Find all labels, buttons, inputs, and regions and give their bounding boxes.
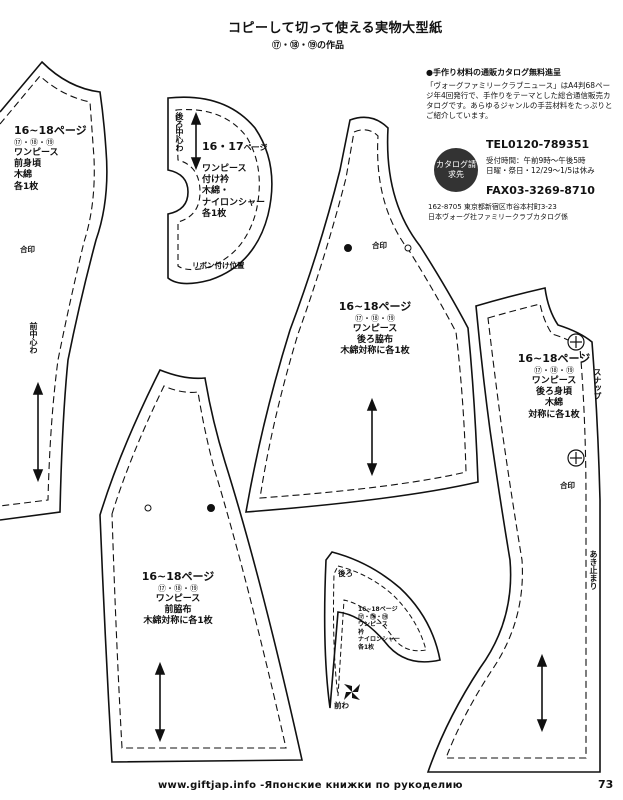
piece-page-ref: 16~18ページ [517, 352, 591, 365]
piece-page-ref: 16~18ページ [358, 606, 398, 613]
center-back-fold-label: 後ろ中心わ [175, 112, 184, 152]
piece-count: 各1枚 [358, 643, 375, 651]
piece-item: ワンピース [202, 163, 247, 174]
page-number: 73 [598, 778, 614, 791]
catalog-title: ●手作り材料の通販カタログ無料進呈 [426, 68, 561, 77]
piece-item: ワンピース [531, 375, 577, 386]
match-mark-label: 合印 [20, 245, 35, 254]
piece-item: ワンピース [14, 147, 59, 158]
piece-page-ref: 16・17ページ [202, 140, 267, 154]
catalog-address-line: 162-8705 東京都新宿区市谷本村町3-23 [428, 203, 557, 211]
snap-label: スナップ [593, 368, 602, 400]
page-subtitle: ⑰・⑱・⑲の作品 [272, 41, 345, 51]
piece-material: 木綿 [544, 398, 563, 409]
back-skirt-outline [245, 116, 479, 513]
small-collar-front-fold-label: 前わ [334, 701, 349, 710]
back-skirt-label: 16~18ページ ⑰・⑱・⑲ ワンピース 後ろ脇布 木綿対称に各1枚 [320, 300, 430, 358]
catalog-info: ●手作り材料の通販カタログ無料進呈 「ヴォーグファミリークラブニュース」はA4判… [426, 68, 616, 221]
piece-count: 各1枚 [202, 208, 227, 219]
piece-item: ワンピース [155, 593, 201, 604]
back-skirt-seamline [259, 129, 467, 499]
piece-material: 木綿対称に各1枚 [340, 346, 410, 357]
piece-material: 木綿・ [202, 186, 230, 197]
piece-page-number: 16・17 [202, 140, 244, 153]
front-bodice-label: 16~18ページ ⑰・⑱・⑲ ワンピース 前身頃 木綿 各1枚 [14, 124, 87, 193]
back-bodice-seamline [445, 303, 587, 759]
piece-numbers: ⑰・⑱・⑲ [158, 583, 198, 593]
center-front-fold-label: 前中心わ [29, 322, 38, 354]
small-collar-label: 16~18ページ ⑰・⑱・⑲ ワンピース 衿 ナイロンシャー 各1枚 [358, 606, 400, 651]
piece-item: ワンピース [358, 621, 388, 628]
catalog-hours-line: 受付時間：午前9時〜午後5時 [486, 156, 586, 165]
piece-page-ref: 16~18ページ [14, 124, 87, 137]
piece-count: 各1枚 [14, 181, 39, 192]
catalog-tel: TEL0120-789351 [486, 138, 590, 151]
piece-part: 付け衿 [202, 175, 230, 185]
piece-numbers: ⑰・⑱・⑲ [358, 613, 389, 621]
match-mark-label: 合印 [560, 481, 575, 490]
page-title: コピーして切って使える実物大型紙 [228, 21, 443, 36]
catalog-address: 162-8705 東京都新宿区市谷本村町3-23 日本ヴォーグ社ファミリークラブ… [428, 203, 568, 223]
match-dot-front-skirt [207, 504, 215, 512]
catalog-description: 「ヴォーグファミリークラブニュース」はA4判68ページ年4回発行で、手作りをテー… [426, 80, 613, 121]
small-collar-back-label: 後ろ [338, 569, 353, 578]
piece-numbers: ⑰・⑱・⑲ [14, 137, 54, 147]
catalog-request-badge: カタログ請求先 [434, 148, 478, 192]
front-bodice-outline [0, 60, 108, 521]
piece-part: 前身頃 [14, 159, 42, 169]
piece-part: 衿 [358, 628, 365, 636]
front-skirt-outline [99, 368, 303, 763]
watermark-footer: www.giftjap.info -Японские книжки по рук… [158, 780, 463, 791]
piece-count: 対称に各1枚 [528, 409, 580, 420]
back-bodice-outline [426, 287, 601, 773]
collar-outline [167, 96, 273, 285]
catalog-fax: FAX03-3269-8710 [486, 184, 595, 197]
front-skirt-seamline [111, 385, 287, 749]
piece-part: 後ろ脇布 [356, 335, 393, 345]
small-collar-seamline [333, 565, 427, 697]
small-collar-outline [323, 551, 441, 709]
piece-page-ref: 16~18ページ [338, 300, 412, 313]
front-bodice-seamline [0, 75, 95, 507]
piece-numbers: ⑰・⑱・⑲ [355, 313, 395, 323]
front-skirt-label: 16~18ページ ⑰・⑱・⑲ ワンピース 前脇布 木綿対称に各1枚 [128, 570, 228, 628]
piece-material: ナイロンシャー [202, 197, 266, 208]
piece-part: 前脇布 [164, 605, 192, 615]
collar-label: 16・17ページ ワンピース 付け衿 木綿・ ナイロンシャー 各1枚 [202, 140, 267, 220]
catalog-address-line: 日本ヴォーグ社ファミリークラブカタログ係 [428, 212, 568, 221]
piece-item: ワンピース [352, 323, 398, 334]
piece-part: 後ろ身頃 [535, 387, 572, 397]
catalog-hours-line: 日曜・祭日・12/29〜1/5は休み [486, 166, 595, 176]
catalog-hours: 受付時間：午前9時〜午後5時 日曜・祭日・12/29〜1/5は休み [486, 156, 595, 176]
piece-material: 木綿 [14, 170, 33, 181]
piece-page-ref: 16~18ページ [141, 570, 215, 583]
opening-stop-label: あき止まり [589, 550, 598, 590]
small-collar-motif [344, 684, 360, 700]
match-mark-label: 合印 [372, 241, 387, 250]
piece-page-unit: ページ [243, 143, 268, 152]
match-dot-back-skirt [344, 244, 352, 252]
piece-material: 木綿対称に各1枚 [143, 616, 213, 627]
piece-numbers: ⑰・⑱・⑲ [534, 365, 574, 375]
back-bodice-label: 16~18ページ ⑰・⑱・⑲ ワンピース 後ろ身頃 木綿 対称に各1枚 [512, 352, 596, 421]
piece-material: ナイロンシャー [358, 636, 401, 643]
ribbon-position-label: リボン付け位置 [192, 261, 245, 270]
collar-seamline [175, 108, 260, 271]
